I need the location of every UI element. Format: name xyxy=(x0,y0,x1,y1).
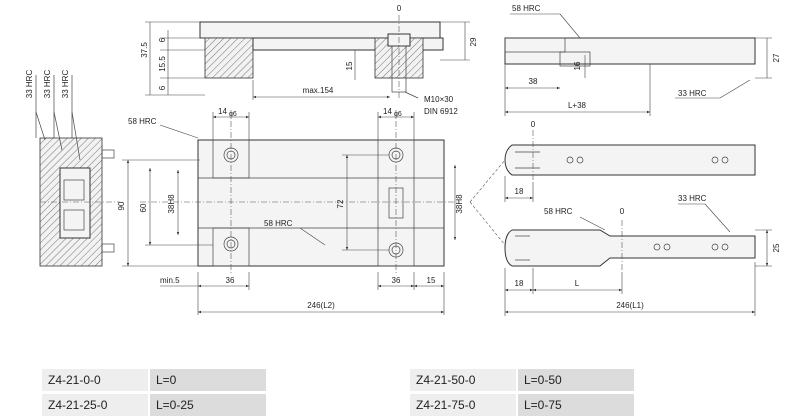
dim-18-bottom: 18 xyxy=(515,279,524,288)
dim-l2: 246(L2) xyxy=(307,301,335,310)
dim-zero-side: 0 xyxy=(397,4,402,13)
dim-38h8-left: 38H8 xyxy=(167,194,176,214)
table-row: Z4-21-75-0 L=0-75 xyxy=(410,394,634,416)
dim-16: 16 xyxy=(573,61,582,70)
dim-36-left: 36 xyxy=(226,276,235,285)
dim-6-top: 6 xyxy=(158,37,167,42)
hrc58-label-plan-mid: 58 HRC xyxy=(264,219,293,228)
slide-side-view xyxy=(504,13,772,116)
dim-36-right: 36 xyxy=(392,276,401,285)
bolt-spec-1: M10×30 xyxy=(424,95,454,104)
table-code-cell: Z4-21-75-0 xyxy=(410,394,516,416)
dim-38h8-right: 38H8 xyxy=(455,194,464,214)
table-code-cell: Z4-21-50-0 xyxy=(410,369,516,391)
dim-18-top: 18 xyxy=(515,187,524,196)
dim-29: 29 xyxy=(469,37,478,46)
end-view xyxy=(35,75,120,267)
dim-l-plus-38: L+38 xyxy=(568,101,587,110)
table-code-cell: Z4-21-0-0 xyxy=(42,369,148,391)
dim-max-154: max.154 xyxy=(303,86,334,95)
dim-g6-right: g6 xyxy=(394,111,402,118)
dim-38: 38 xyxy=(529,77,538,86)
table-value-cell: L=0-50 xyxy=(518,369,634,391)
table-value-cell: L=0 xyxy=(150,369,266,391)
dim-27: 27 xyxy=(772,53,781,62)
dim-15-bottom: 15 xyxy=(427,276,436,285)
bolt-spec-2: DIN 6912 xyxy=(424,107,458,116)
plan-view xyxy=(122,110,460,315)
dim-25: 25 xyxy=(772,243,781,252)
table-row: Z4-21-25-0 L=0-25 xyxy=(42,394,266,416)
table-row: Z4-21-0-0 L=0 xyxy=(42,369,266,391)
table-code-cell: Z4-21-25-0 xyxy=(42,394,148,416)
slide-plan-views xyxy=(469,130,772,316)
hrc33-label-end-1: 33 HRC xyxy=(25,70,34,99)
hrc33-label-slide-side: 33 HRC xyxy=(678,89,707,98)
dim-37-5: 37.5 xyxy=(140,42,149,58)
dim-l: L xyxy=(575,279,580,288)
dim-zero-slide-2: 0 xyxy=(620,207,625,216)
dim-min-5: min.5 xyxy=(160,276,180,285)
technical-drawing: 0 37.5 6 15.5 6 15 29 max.154 M10×30 DIN… xyxy=(25,4,781,316)
hrc33-label-slide-plan: 33 HRC xyxy=(678,194,707,203)
dim-6-bottom: 6 xyxy=(158,85,167,90)
dim-72: 72 xyxy=(336,199,345,208)
dim-15: 15 xyxy=(345,61,354,70)
hrc33-label-end-2: 33 HRC xyxy=(43,70,52,99)
dim-60: 60 xyxy=(139,203,148,212)
table-row: Z4-21-50-0 L=0-50 xyxy=(410,369,634,391)
dim-14-left: 14 xyxy=(218,107,227,116)
dim-g6-left: g6 xyxy=(229,111,237,118)
hrc58-label-plan: 58 HRC xyxy=(128,117,157,126)
dim-15-5: 15.5 xyxy=(158,56,167,72)
dim-l1: 246(L1) xyxy=(616,301,644,310)
dim-zero-slide-1: 0 xyxy=(531,120,536,129)
dim-90: 90 xyxy=(117,201,126,210)
table-value-cell: L=0-75 xyxy=(518,394,634,416)
table-value-cell: L=0-25 xyxy=(150,394,266,416)
side-view xyxy=(145,15,470,100)
hrc58-label-slide-plan: 58 HRC xyxy=(544,207,573,216)
hrc33-label-end-3: 33 HRC xyxy=(61,70,70,99)
hrc58-label-slide-side: 58 HRC xyxy=(512,4,541,13)
dim-14-right: 14 xyxy=(383,107,392,116)
